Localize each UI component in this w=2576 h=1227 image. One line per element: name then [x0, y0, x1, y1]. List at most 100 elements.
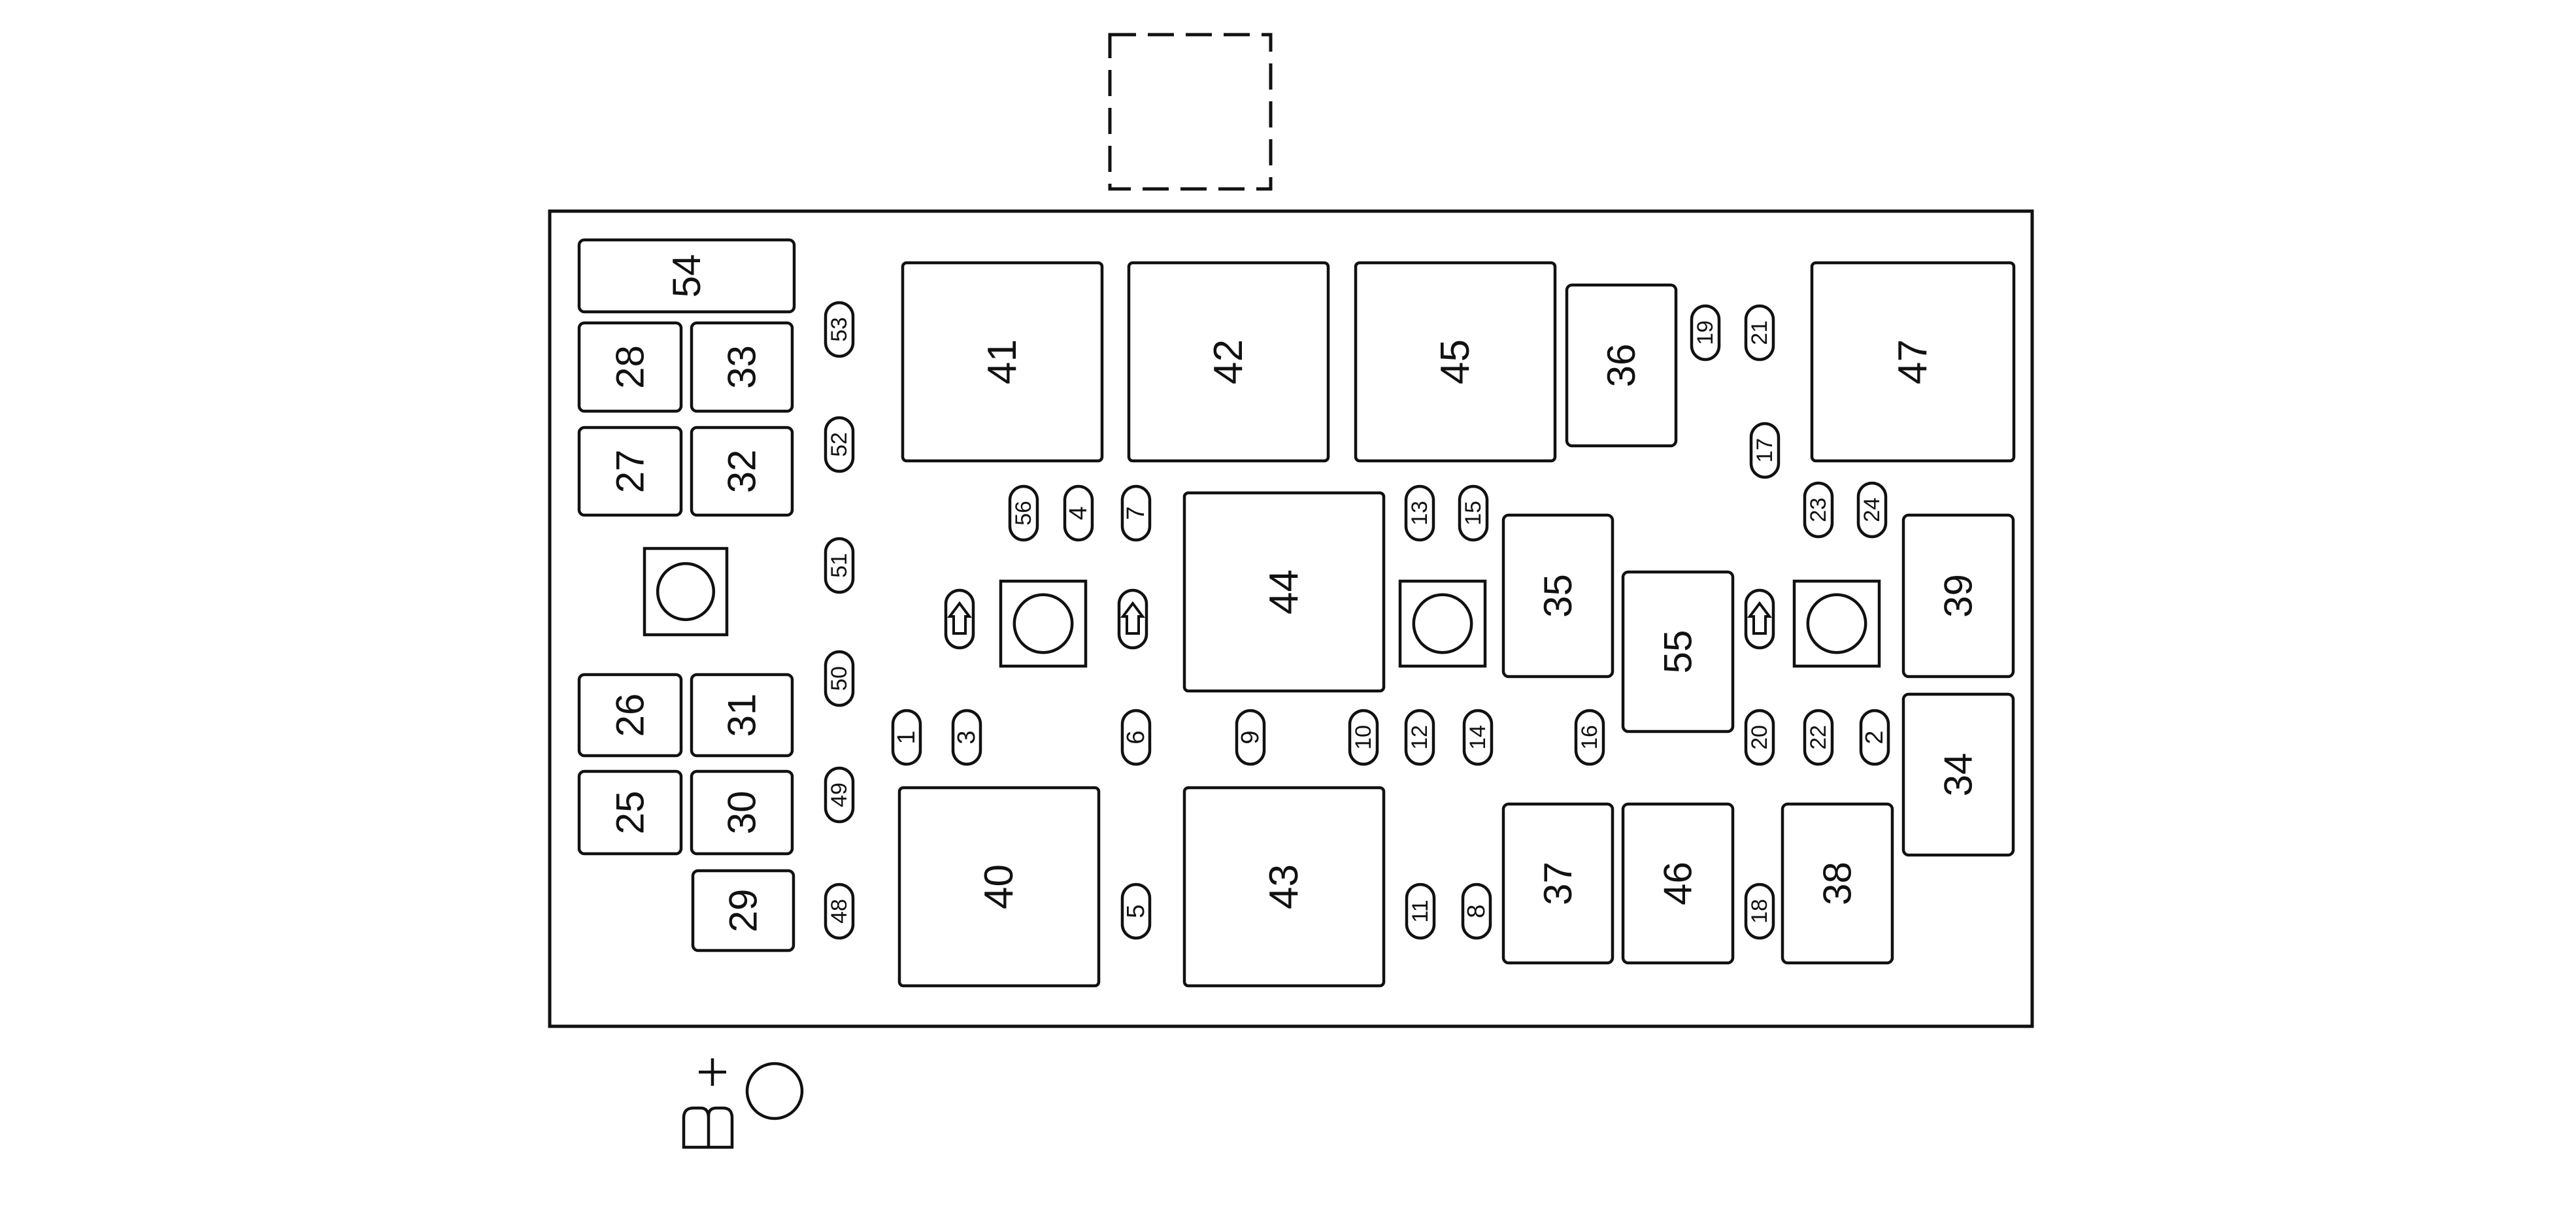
fuse-15-outline: [1458, 484, 1489, 542]
fuse-23: 23: [1803, 481, 1834, 539]
relay-42-label: 42: [1206, 339, 1251, 384]
relay-33-label: 33: [720, 345, 764, 389]
fuse-22-outline: [1803, 709, 1834, 766]
fuse-10: 10: [1348, 709, 1379, 766]
fuse-17: 17: [1749, 422, 1781, 479]
fuse-4-outline: [1063, 484, 1094, 542]
relay-35-outline: [1501, 513, 1614, 679]
fuse-13-outline: [1404, 484, 1435, 542]
fuse-15: 15: [1458, 484, 1489, 542]
fuse-6-label: 6: [1122, 730, 1150, 744]
relay-36: 36: [1565, 283, 1678, 448]
fuse-5-label: 5: [1122, 904, 1150, 918]
fuse-17-outline: [1749, 422, 1781, 479]
relay-40-outline: [897, 786, 1101, 988]
fuse-56: 56: [1008, 484, 1039, 542]
fuse-53: 53: [824, 301, 855, 358]
fuse-1-label: 1: [893, 730, 920, 744]
fuse-12-label: 12: [1407, 725, 1432, 750]
mounting-stud-2: [999, 579, 1088, 668]
fuse-51: 51: [824, 537, 855, 594]
relay-26-outline: [577, 673, 683, 758]
fuse-14: 14: [1462, 709, 1494, 766]
fuse-14-outline: [1462, 709, 1494, 766]
fuse-52-label: 52: [827, 432, 852, 457]
fuse-11-label: 11: [1408, 899, 1433, 922]
fuse-22: 22: [1803, 709, 1834, 766]
relay-35: 35: [1501, 513, 1614, 679]
fuse-49-label: 49: [827, 782, 852, 807]
fuse-48-outline: [824, 882, 855, 940]
relay-34: 34: [1901, 692, 2015, 857]
mounting-stud-circle: [656, 562, 716, 622]
fuse-49: 49: [824, 766, 855, 824]
fuse-15-label: 15: [1461, 501, 1486, 526]
relay-47-label: 47: [1890, 339, 1935, 384]
fuse-49-outline: [824, 766, 855, 824]
fuse-1: 1: [891, 709, 922, 766]
fuse-8-label: 8: [1463, 904, 1490, 918]
fuse-11: 11: [1405, 882, 1436, 940]
fuse-22-label: 22: [1806, 725, 1831, 750]
relay-43-label: 43: [1262, 864, 1307, 909]
fuse-17-label: 17: [1752, 438, 1777, 463]
relay-33-outline: [690, 321, 794, 413]
relay-29: 29: [691, 869, 795, 952]
relay-55-label: 55: [1656, 630, 1700, 674]
fuse-8: 8: [1461, 882, 1492, 940]
relay-37: 37: [1501, 802, 1614, 965]
relay-35-label: 35: [1536, 574, 1580, 618]
relay-27: 27: [577, 426, 683, 517]
diode-1: [944, 588, 975, 650]
relay-27-outline: [577, 426, 683, 517]
relay-54-label: 54: [665, 254, 709, 298]
diode-arrow: [947, 601, 972, 635]
diode-arrow: [1120, 601, 1145, 635]
relay-45-label: 45: [1433, 339, 1478, 384]
fuse-56-outline: [1008, 484, 1039, 542]
fuse-19: 19: [1690, 304, 1721, 361]
fuse-20-label: 20: [1747, 725, 1772, 750]
fuse-21-outline: [1744, 304, 1775, 361]
fuse-24-outline: [1856, 481, 1888, 539]
mounting-stud-circle: [1012, 593, 1074, 654]
relay-43-outline: [1182, 786, 1386, 988]
diode-arrow: [1747, 601, 1772, 635]
fuse-56-label: 56: [1011, 501, 1036, 526]
fuse-12: 12: [1404, 709, 1435, 766]
fuse-24: 24: [1856, 481, 1888, 539]
relay-32-outline: [690, 426, 794, 517]
fuse-53-label: 53: [827, 317, 852, 342]
relay-45-outline: [1354, 261, 1557, 463]
fuse-16-outline: [1574, 709, 1605, 766]
relay-30: 30: [690, 769, 794, 856]
relay-40-label: 40: [977, 864, 1022, 909]
relay-28-label: 28: [609, 345, 652, 389]
relay-41: 41: [901, 261, 1104, 463]
fuse-18-outline: [1744, 882, 1775, 940]
relay-46: 46: [1621, 802, 1735, 965]
fuse-19-label: 19: [1693, 320, 1718, 345]
fuse-24-label: 24: [1860, 497, 1884, 522]
fuse-5: 5: [1120, 882, 1152, 940]
fuse-2-outline: [1859, 709, 1890, 766]
fuse-10-outline: [1348, 709, 1379, 766]
relay-46-outline: [1621, 802, 1735, 965]
relay-54: 54: [577, 238, 796, 314]
fuse-51-outline: [824, 537, 855, 594]
relay-43: 43: [1182, 786, 1386, 988]
relay-32: 32: [690, 426, 794, 517]
fuse-48-label: 48: [827, 899, 852, 924]
fuse-51-label: 51: [827, 553, 852, 578]
fuse-14-label: 14: [1465, 725, 1490, 750]
fuse-6-outline: [1120, 709, 1152, 766]
fuse-48: 48: [824, 882, 855, 940]
fuse-16-label: 16: [1577, 725, 1602, 750]
relay-36-label: 36: [1599, 344, 1643, 388]
dashed-cover-outline: [1108, 33, 1273, 191]
fuse-3-label: 3: [953, 730, 980, 744]
fuse-23-outline: [1803, 481, 1834, 539]
